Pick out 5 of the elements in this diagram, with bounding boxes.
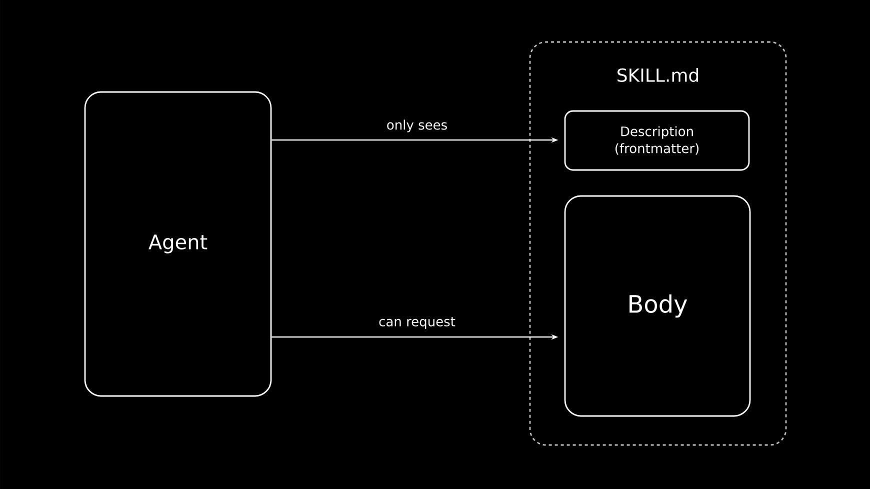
description-box: Description (frontmatter) bbox=[564, 110, 750, 171]
edge-label: only sees bbox=[385, 118, 449, 134]
agent-box: Agent bbox=[84, 91, 272, 397]
body-box: Body bbox=[564, 195, 751, 417]
edge-label: can request bbox=[378, 316, 456, 330]
